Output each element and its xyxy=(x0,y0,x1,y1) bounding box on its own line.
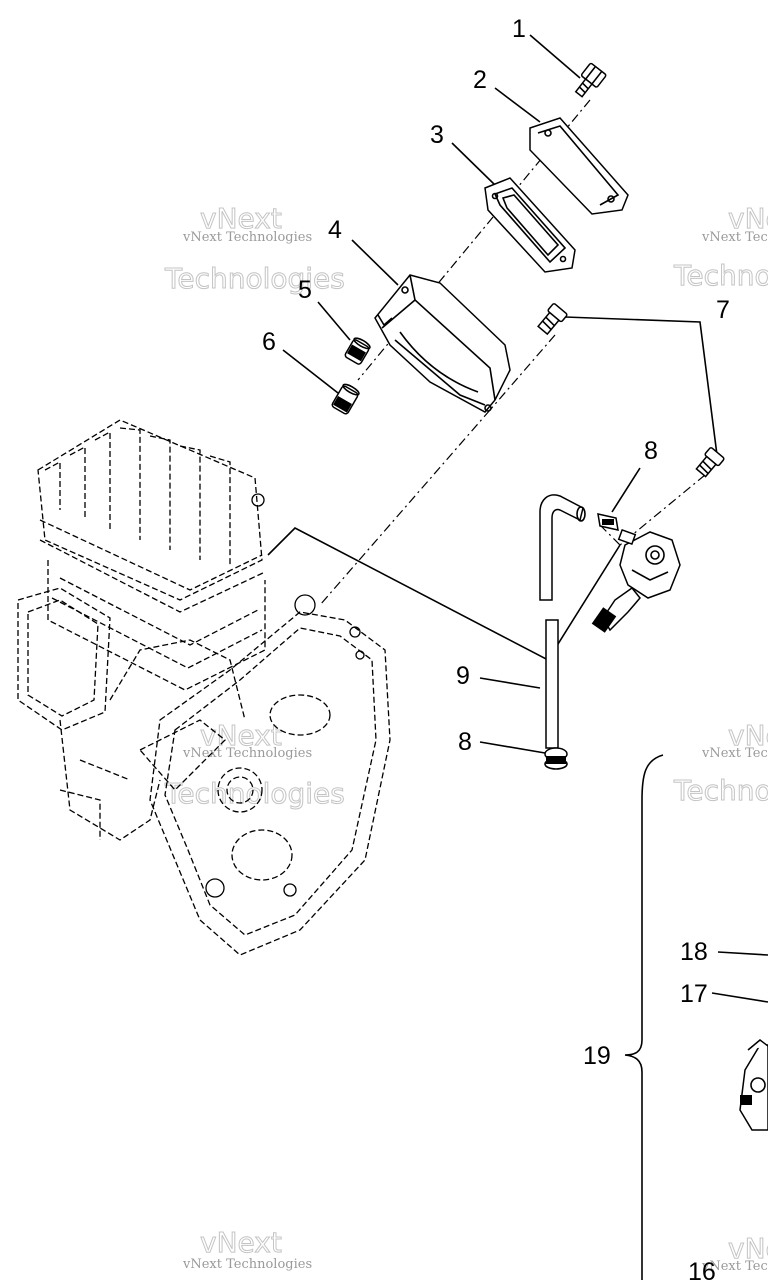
watermark-word: Technologies xyxy=(164,262,345,295)
callout-9: 9 xyxy=(456,662,470,690)
callout-18: 18 xyxy=(680,938,708,966)
fitting-icon xyxy=(537,303,568,336)
engine-block-icon xyxy=(17,419,391,956)
reed-cover-icon xyxy=(374,274,511,413)
watermark-group-4: vNext vNext Technologies Technologies xyxy=(673,719,768,808)
watermark-word: vNext xyxy=(200,202,282,235)
watermark-group-2: vNext vNext Technologies Technologies xyxy=(673,202,768,293)
callout-19: 19 xyxy=(583,1042,611,1070)
callout-3: 3 xyxy=(430,121,444,149)
watermark-word: vNext xyxy=(200,719,282,752)
callout-7: 7 xyxy=(716,296,730,324)
bolt-icon xyxy=(574,62,607,98)
watermark-group-6: vNext vNext Technologies xyxy=(701,1232,768,1275)
fuel-pump-icon xyxy=(739,1039,768,1131)
hose-icon xyxy=(539,494,586,601)
fitting-icon xyxy=(695,447,725,478)
fuel-pump-icon xyxy=(591,528,681,633)
hose-clamp-icon xyxy=(544,747,568,770)
callout-2: 2 xyxy=(473,66,487,94)
watermark-brand: vNext Technologies xyxy=(701,230,768,245)
watermark-brand: vNext Technologies xyxy=(701,746,768,761)
hose-icon xyxy=(545,619,559,749)
hose-clamp-icon xyxy=(597,513,619,531)
watermark-group-5: vNext vNext Technologies xyxy=(182,1226,312,1273)
watermark-brand: vNext Technologies xyxy=(182,1257,312,1272)
callout-1: 1 xyxy=(512,15,526,43)
callout-5: 5 xyxy=(298,276,312,304)
watermark-word: Technologies xyxy=(673,259,768,292)
bushing-icon xyxy=(331,383,360,415)
watermark-word: Technologies xyxy=(164,777,345,810)
gasket-icon xyxy=(484,177,576,273)
watermark-word: vNext xyxy=(728,1232,768,1265)
watermark-group-3: vNext vNext Technologies Technologies xyxy=(164,719,346,811)
watermark-group-1: vNext vNext Technologies Technologies xyxy=(164,202,346,296)
callout-8-lower: 8 xyxy=(458,728,472,756)
callout-17: 17 xyxy=(680,980,708,1008)
watermark-word: vNext xyxy=(200,1226,282,1259)
leader-lines xyxy=(282,34,768,1280)
watermark-word: Technologies xyxy=(673,774,768,807)
watermark-word: vNext xyxy=(728,719,768,752)
gasket-icon xyxy=(529,117,629,215)
callout-16: 16 xyxy=(688,1258,716,1280)
callout-4: 4 xyxy=(328,216,342,244)
callout-6: 6 xyxy=(262,328,276,356)
callout-8: 8 xyxy=(644,437,658,465)
watermark-brand: vNext Technologies xyxy=(182,230,312,245)
bushing-icon xyxy=(344,337,371,365)
watermark-brand: vNext Technologies xyxy=(182,746,312,761)
watermark-brand: vNext Technologies xyxy=(701,1259,768,1274)
watermark-word: vNext xyxy=(728,202,768,235)
